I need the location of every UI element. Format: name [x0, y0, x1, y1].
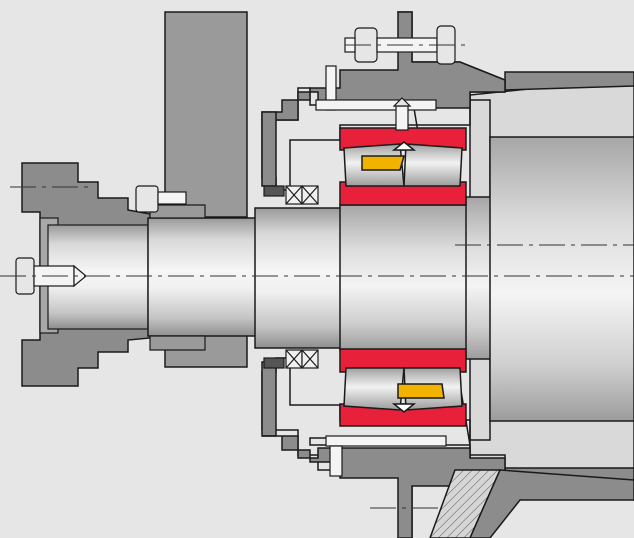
bolt-housing-top	[315, 65, 437, 111]
housing-foot	[429, 469, 634, 538]
bearing-housing	[261, 11, 506, 538]
lube-fitting-top	[392, 97, 412, 131]
bolt-housing-bottom	[325, 435, 447, 477]
frame-plate-bottom	[164, 334, 248, 368]
shaft	[147, 136, 634, 422]
centerlines	[0, 44, 634, 509]
bearing-bottom	[339, 348, 467, 427]
frame-plate-top	[164, 11, 248, 218]
seal-bottom	[263, 349, 319, 369]
bearing-top	[339, 127, 467, 206]
seal-top	[263, 185, 319, 205]
bolt-seal-ring-top	[135, 185, 187, 213]
seal-ring-left	[149, 204, 206, 351]
